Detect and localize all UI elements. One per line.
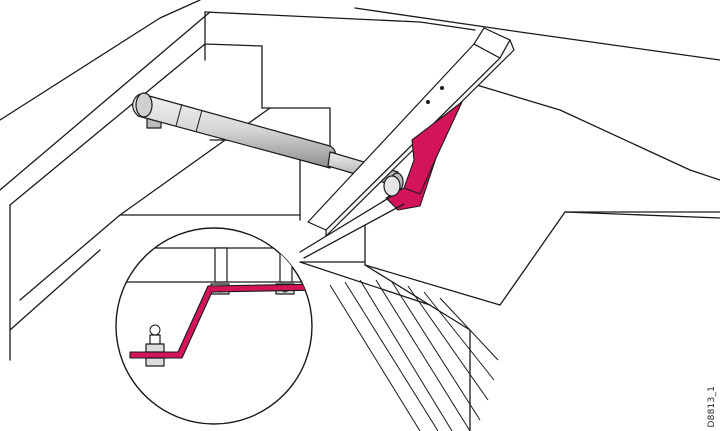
ram-cylinder [132, 93, 336, 169]
detail-inset [115, 195, 405, 425]
mounting-bracket [383, 101, 463, 211]
figure-code-label: D8813_1 [707, 385, 717, 427]
inset-clamp [145, 324, 165, 367]
